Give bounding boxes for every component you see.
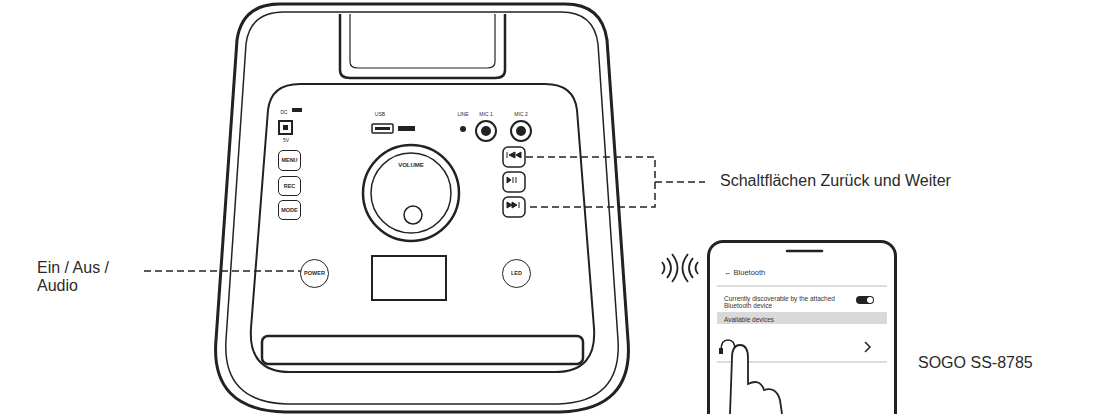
button-label: POWER <box>304 270 325 276</box>
screen-text: ← Bluetooth <box>724 269 844 277</box>
button-label: VOLUME <box>398 162 424 169</box>
screen-text: Currently discoverable by the attached B… <box>724 295 849 309</box>
callout-text: Schaltflächen Zurück und Weiter <box>720 172 951 190</box>
callout-text: Ein / Aus / Audio <box>37 259 129 296</box>
button-label: LED <box>511 270 522 276</box>
rec-button: REC <box>278 176 301 196</box>
button-label: MENU <box>281 157 297 163</box>
volume-knob: VOLUME <box>371 153 451 233</box>
port-label: USB <box>375 112 385 118</box>
button-label: MODE <box>281 207 298 213</box>
mode-button: MODE <box>278 200 301 220</box>
menu-button: MENU <box>278 150 301 171</box>
callout-text: SOGO SS-8785 <box>918 354 1033 372</box>
port-label: DC <box>280 110 287 116</box>
phone-screen: ← BluetoothCurrently discoverable by the… <box>707 240 897 414</box>
led-button: LED <box>502 259 531 288</box>
port-label: 5V <box>283 138 289 144</box>
port-label: LINE <box>457 112 468 118</box>
screen-text: Available devices <box>724 316 844 323</box>
button-label: REC <box>284 183 296 189</box>
port-label: MIC 1 <box>479 112 492 118</box>
port-label: MIC 2 <box>514 112 527 118</box>
power-button: POWER <box>300 259 329 288</box>
